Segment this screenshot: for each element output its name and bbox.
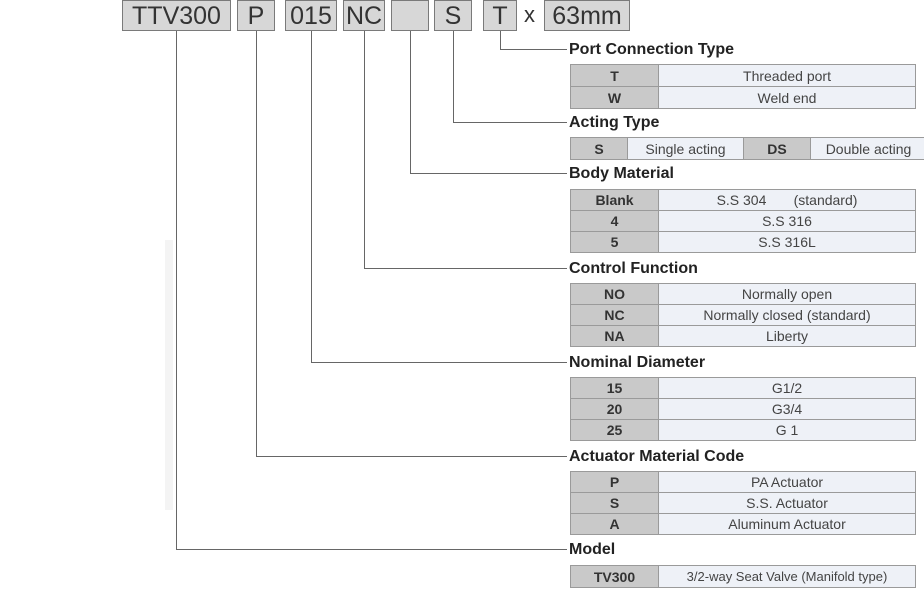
- actuator-connector-horizontal: [256, 456, 567, 457]
- table-desc-cell: Double acting: [810, 137, 924, 160]
- model-section-title: Model: [569, 541, 616, 558]
- model-code-box: TTV300: [122, 0, 231, 31]
- control-connector-vertical: [364, 31, 365, 269]
- table-row: Blank S.S 304 (standard): [570, 189, 916, 211]
- port-code-box: T: [483, 0, 517, 31]
- table-desc-cell: G3/4: [658, 398, 916, 420]
- table-row: 25 G 1: [570, 419, 916, 441]
- body-connector-horizontal: [410, 173, 567, 174]
- acting-code-box: S: [434, 0, 472, 31]
- actuator-connector-vertical: [256, 31, 257, 457]
- separator-x: x: [524, 2, 535, 27]
- table-code-cell: T: [570, 64, 659, 87]
- table-row: S Single acting DS Double acting: [570, 137, 924, 160]
- table-desc-cell: S.S. Actuator: [658, 492, 916, 514]
- diameter-connector-horizontal: [311, 362, 567, 363]
- table-row: NO Normally open: [570, 283, 916, 305]
- table-code-cell: 25: [570, 419, 659, 441]
- port-connector-horizontal: [500, 49, 567, 50]
- acting-connector-horizontal: [453, 122, 567, 123]
- table-code-cell: S: [570, 137, 628, 160]
- body-material-code-box: [391, 0, 429, 31]
- port-connector-vertical: [500, 31, 501, 49]
- body-connector-vertical: [410, 31, 411, 174]
- diameter-code-box: 015: [285, 0, 337, 31]
- diameter-section-title: Nominal Diameter: [569, 354, 706, 371]
- port-section-title: Port Connection Type: [569, 41, 735, 58]
- diameter-table: 15 G1/2 20 G3/4 25 G 1: [570, 377, 916, 441]
- table-desc-cell: 3/2-way Seat Valve (Manifold type): [658, 565, 916, 588]
- table-code-cell: 15: [570, 377, 659, 399]
- table-row: 20 G3/4: [570, 398, 916, 420]
- table-code-cell: A: [570, 513, 659, 535]
- table-code-cell: Blank: [570, 189, 659, 211]
- actuator-table: P PA Actuator S S.S. Actuator A Aluminum…: [570, 471, 916, 535]
- model-connector-horizontal: [176, 549, 567, 550]
- table-desc-cell: Normally closed (standard): [658, 304, 916, 326]
- acting-table: S Single acting DS Double acting: [570, 137, 924, 160]
- table-row: 4 S.S 316: [570, 210, 916, 232]
- table-desc-cell: PA Actuator: [658, 471, 916, 493]
- table-desc-cell: Single acting: [627, 137, 744, 160]
- table-desc-cell: G 1: [658, 419, 916, 441]
- table-desc-cell: Threaded port: [658, 64, 916, 87]
- table-code-cell: W: [570, 86, 659, 109]
- acting-section-title: Acting Type: [569, 114, 660, 131]
- length-box: 63mm: [544, 0, 630, 31]
- table-row: NC Normally closed (standard): [570, 304, 916, 326]
- actuator-section-title: Actuator Material Code: [569, 448, 745, 465]
- background-ghost-stroke: [165, 240, 173, 510]
- table-desc-cell: Aluminum Actuator: [658, 513, 916, 535]
- table-code-cell: S: [570, 492, 659, 514]
- table-row: 5 S.S 316L: [570, 231, 916, 253]
- table-code-cell: TV300: [570, 565, 659, 588]
- table-row: T Threaded port: [570, 64, 916, 87]
- table-row: A Aluminum Actuator: [570, 513, 916, 535]
- control-section-title: Control Function: [569, 260, 698, 277]
- table-desc-cell: S.S 304 (standard): [658, 189, 916, 211]
- model-table: TV300 3/2-way Seat Valve (Manifold type): [570, 565, 916, 588]
- table-row: S S.S. Actuator: [570, 492, 916, 514]
- table-code-cell: 20: [570, 398, 659, 420]
- table-desc-cell: Weld end: [658, 86, 916, 109]
- actuator-code-box: P: [237, 0, 275, 31]
- control-table: NO Normally open NC Normally closed (sta…: [570, 283, 916, 347]
- table-code-cell: 4: [570, 210, 659, 232]
- table-row: 15 G1/2: [570, 377, 916, 399]
- body-table: Blank S.S 304 (standard) 4 S.S 316 5 S.S…: [570, 189, 916, 253]
- table-code-cell: NO: [570, 283, 659, 305]
- model-connector-vertical: [176, 31, 177, 550]
- table-desc-cell: S.S 316L: [658, 231, 916, 253]
- control-connector-horizontal: [364, 268, 567, 269]
- table-code-cell: DS: [743, 137, 811, 160]
- table-row: P PA Actuator: [570, 471, 916, 493]
- table-desc-cell: G1/2: [658, 377, 916, 399]
- table-code-cell: 5: [570, 231, 659, 253]
- diameter-connector-vertical: [311, 31, 312, 363]
- body-section-title: Body Material: [569, 165, 674, 182]
- table-code-cell: NA: [570, 325, 659, 347]
- port-table: T Threaded port W Weld end: [570, 64, 916, 109]
- table-desc-cell: S.S 316: [658, 210, 916, 232]
- table-desc-cell: Normally open: [658, 283, 916, 305]
- acting-connector-vertical: [453, 31, 454, 123]
- table-row: NA Liberty: [570, 325, 916, 347]
- table-row: W Weld end: [570, 86, 916, 109]
- table-desc-cell: Liberty: [658, 325, 916, 347]
- table-code-cell: NC: [570, 304, 659, 326]
- table-code-cell: P: [570, 471, 659, 493]
- table-row: TV300 3/2-way Seat Valve (Manifold type): [570, 565, 916, 588]
- control-code-box: NC: [343, 0, 385, 31]
